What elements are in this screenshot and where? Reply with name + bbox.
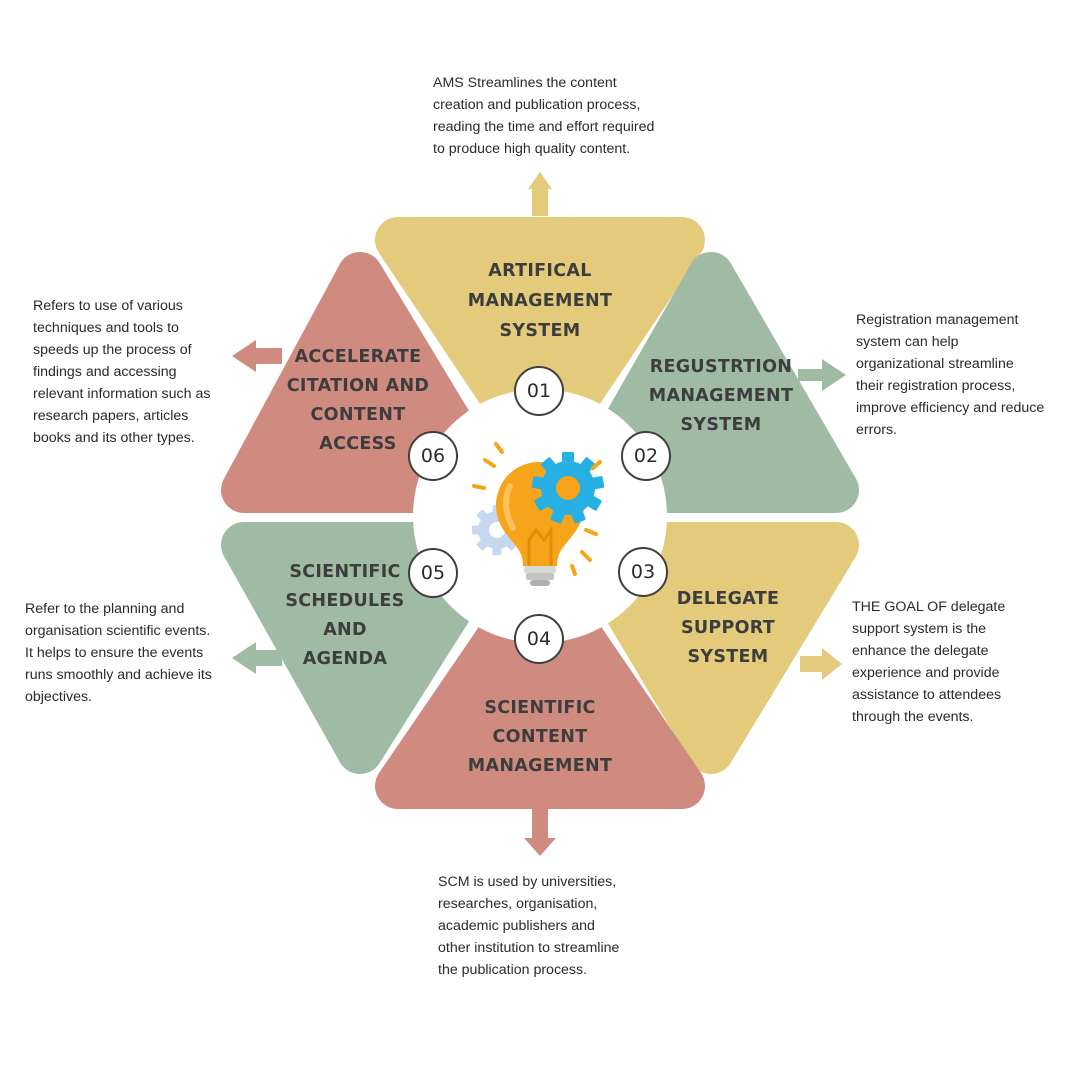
- segment-03-shape: [565, 522, 859, 774]
- large-gear-icon: [531, 452, 605, 524]
- segment-06-number: 06: [408, 431, 458, 481]
- segment-03-description: THE GOAL OF delegate support system is t…: [852, 599, 1006, 725]
- segment-03-number: 03: [618, 547, 668, 597]
- segment-04-number: 04: [514, 614, 564, 664]
- segment-02-title: REGUSTRTION MANAGEMENT SYSTEM: [648, 357, 794, 435]
- segment-05-description: Refer to the planning and organisation s…: [25, 601, 212, 705]
- segment-02-description: Registration management system can help …: [856, 312, 1045, 438]
- arrow-05: [232, 642, 282, 674]
- segment-01-title: ARTIFICAL MANAGEMENT SYSTEM: [467, 261, 613, 341]
- segment-04-description: SCM is used by universities, researches,…: [438, 874, 620, 978]
- segment-01-shape: [375, 217, 705, 475]
- segment-03-title: DELEGATE SUPPORT SYSTEM: [676, 589, 780, 667]
- arrow-01: [528, 172, 552, 216]
- arrow-02: [798, 359, 846, 391]
- arrow-06: [232, 340, 282, 372]
- lightbulb-with-gears-icon: [472, 442, 605, 586]
- segment-06-description: Refers to use of various techniques and …: [33, 298, 211, 446]
- segment-06-title: ACCELERATE CITATION AND CONTENT ACCESS: [286, 347, 430, 454]
- segment-04-shape: [375, 555, 705, 809]
- segment-02-number: 02: [621, 431, 671, 481]
- segment-04-title: SCIENTIFIC CONTENT MANAGEMENT: [467, 698, 613, 776]
- segment-01-description: AMS Streamlines the content creation and…: [433, 75, 655, 157]
- segment-05-title: SCIENTIFIC SCHEDULES AND AGENDA: [285, 562, 405, 669]
- segment-01-number: 01: [514, 366, 564, 416]
- segment-05-number: 05: [408, 548, 458, 598]
- arrow-04: [524, 808, 556, 856]
- arrow-03: [800, 648, 842, 680]
